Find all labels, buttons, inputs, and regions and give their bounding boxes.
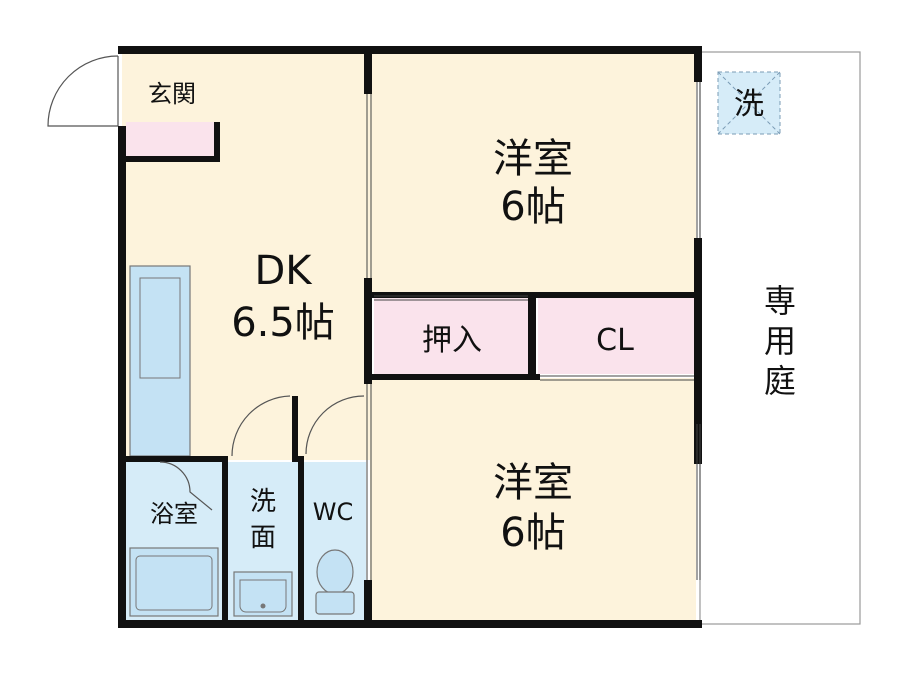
western-lower-size-label: 6帖 [500, 510, 565, 556]
garden-label-3: 庭 [764, 362, 796, 400]
laundry-label: 洗 [734, 87, 764, 122]
interior-doors [159, 395, 365, 511]
wash-basin [233, 571, 293, 617]
western-upper-name-label: 洋室 [493, 136, 573, 182]
closet-label: CL [596, 323, 634, 358]
garden-label-2: 用 [764, 322, 796, 360]
garden-label-1: 専 [764, 282, 796, 320]
walls [118, 46, 702, 628]
toilet-label: WC [313, 498, 354, 526]
toilet-fixture [315, 549, 355, 615]
entry-door [47, 55, 119, 127]
private-garden [699, 51, 861, 625]
bathtub [129, 547, 219, 617]
western-upper-size-label: 6帖 [500, 184, 565, 230]
dk-name-label: DK [254, 248, 313, 294]
oshiire-label: 押入 [422, 323, 482, 358]
kitchen-counter [129, 265, 191, 457]
bath-label: 浴室 [150, 500, 198, 528]
western-room-lower [370, 378, 696, 624]
oshiire-closet [374, 298, 530, 374]
sliding-doors [366, 82, 701, 580]
genkan-step [126, 122, 218, 159]
washroom-label-1: 洗 [250, 487, 276, 517]
genkan-label: 玄関 [148, 80, 196, 108]
dk-size-label: 6.5帖 [231, 300, 335, 346]
cl-closet [538, 298, 694, 374]
western-lower-name-label: 洋室 [493, 460, 573, 506]
laundry-spot: 洗 [717, 71, 781, 135]
western-room-upper [370, 52, 696, 295]
washroom-label-2: 面 [250, 523, 276, 553]
